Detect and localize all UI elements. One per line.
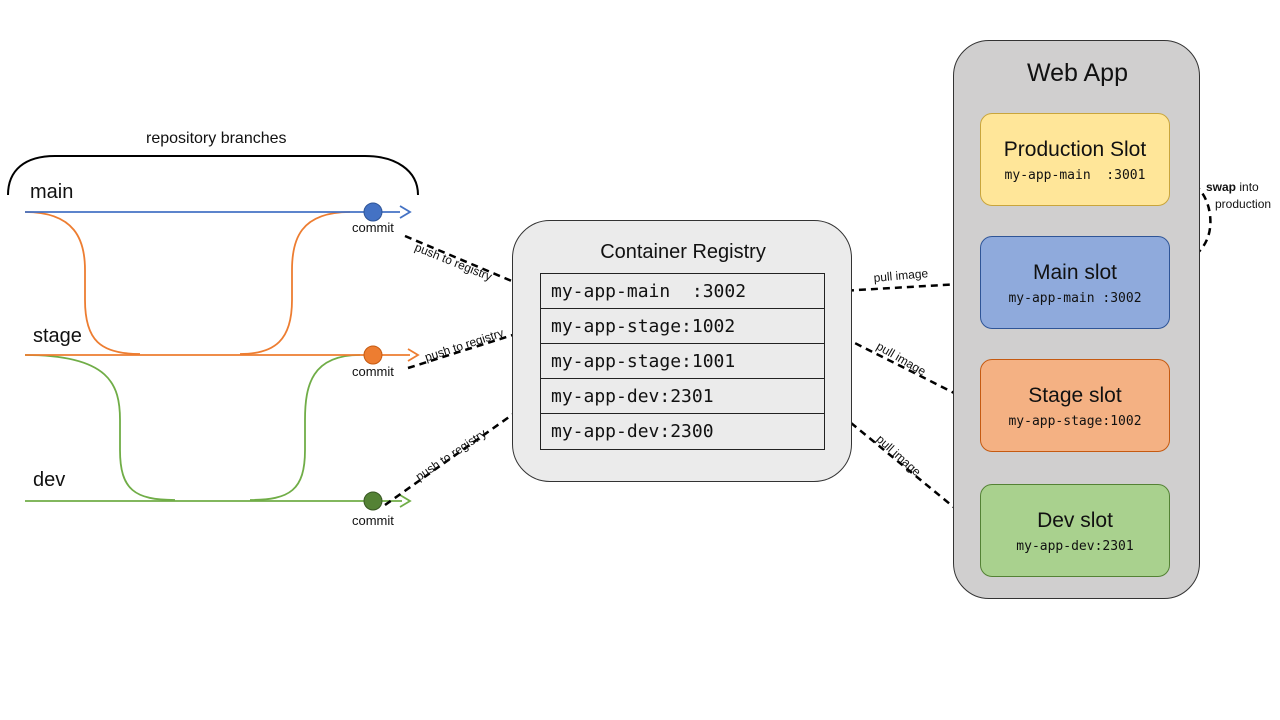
pull-arrow-dev (822, 399, 980, 529)
branch-curve-stage-dev-left (24, 354, 176, 501)
commit-label-main: commit (352, 220, 394, 235)
branch-arrow-main (399, 205, 412, 219)
branch-arrow-stage (407, 348, 420, 362)
slot-production[interactable]: Production Slot my-app-main :3001 (980, 113, 1170, 206)
swap-label-rest: into (1236, 180, 1259, 194)
swap-label: swap into (1206, 180, 1259, 194)
swap-label-line2: production (1215, 197, 1272, 211)
registry-image-row[interactable]: my-app-stage:1001 (541, 344, 824, 379)
slot-image: my-app-stage:1002 (1008, 414, 1142, 429)
branch-curve-main-stage-right (239, 211, 351, 355)
repository-label: repository branches (146, 130, 287, 147)
swap-label-bold: swap (1206, 180, 1237, 194)
registry-image-list: my-app-main :3002 my-app-stage:1002 my-a… (540, 273, 825, 450)
slot-image: my-app-main :3002 (1008, 291, 1142, 306)
branch-label-dev: dev (33, 469, 66, 491)
slot-stage[interactable]: Stage slot my-app-stage:1002 (980, 359, 1170, 452)
branch-label-main: main (30, 181, 74, 203)
slot-dev[interactable]: Dev slot my-app-dev:2301 (980, 484, 1170, 577)
slot-title: Main slot (1032, 261, 1118, 284)
commit-label-dev: commit (352, 513, 394, 528)
commit-label-stage: commit (352, 364, 394, 379)
webapp-title: Web App (1026, 59, 1128, 87)
commit-dot-stage[interactable] (363, 345, 383, 365)
push-arrow-dev (384, 398, 535, 507)
slot-title: Production Slot (1003, 138, 1147, 161)
slot-main[interactable]: Main slot my-app-main :3002 (980, 236, 1170, 329)
registry-image-row[interactable]: my-app-main :3002 (541, 274, 824, 309)
container-registry: Container Registry my-app-main :3002 my-… (512, 220, 852, 482)
slot-image: my-app-dev:2301 (1016, 539, 1134, 554)
commit-dot-main[interactable] (363, 202, 383, 222)
branch-arrow-dev (399, 494, 412, 508)
slot-image: my-app-main :3001 (1004, 168, 1146, 183)
registry-image-row[interactable]: my-app-stage:1002 (541, 309, 824, 344)
commit-dot-dev[interactable] (363, 491, 383, 511)
branch-curve-main-stage-left (24, 211, 141, 355)
registry-image-row[interactable]: my-app-dev:2301 (541, 379, 824, 414)
web-app: Web App Production Slot my-app-main :300… (953, 40, 1200, 599)
repository-brace (7, 155, 419, 196)
registry-image-row[interactable]: my-app-dev:2300 (551, 421, 714, 442)
registry-title: Container Registry (600, 241, 766, 263)
slot-title: Dev slot (1037, 509, 1113, 532)
branch-curve-stage-dev-right (249, 354, 361, 501)
branch-label-stage: stage (33, 325, 82, 347)
slot-title: Stage slot (1028, 384, 1122, 407)
